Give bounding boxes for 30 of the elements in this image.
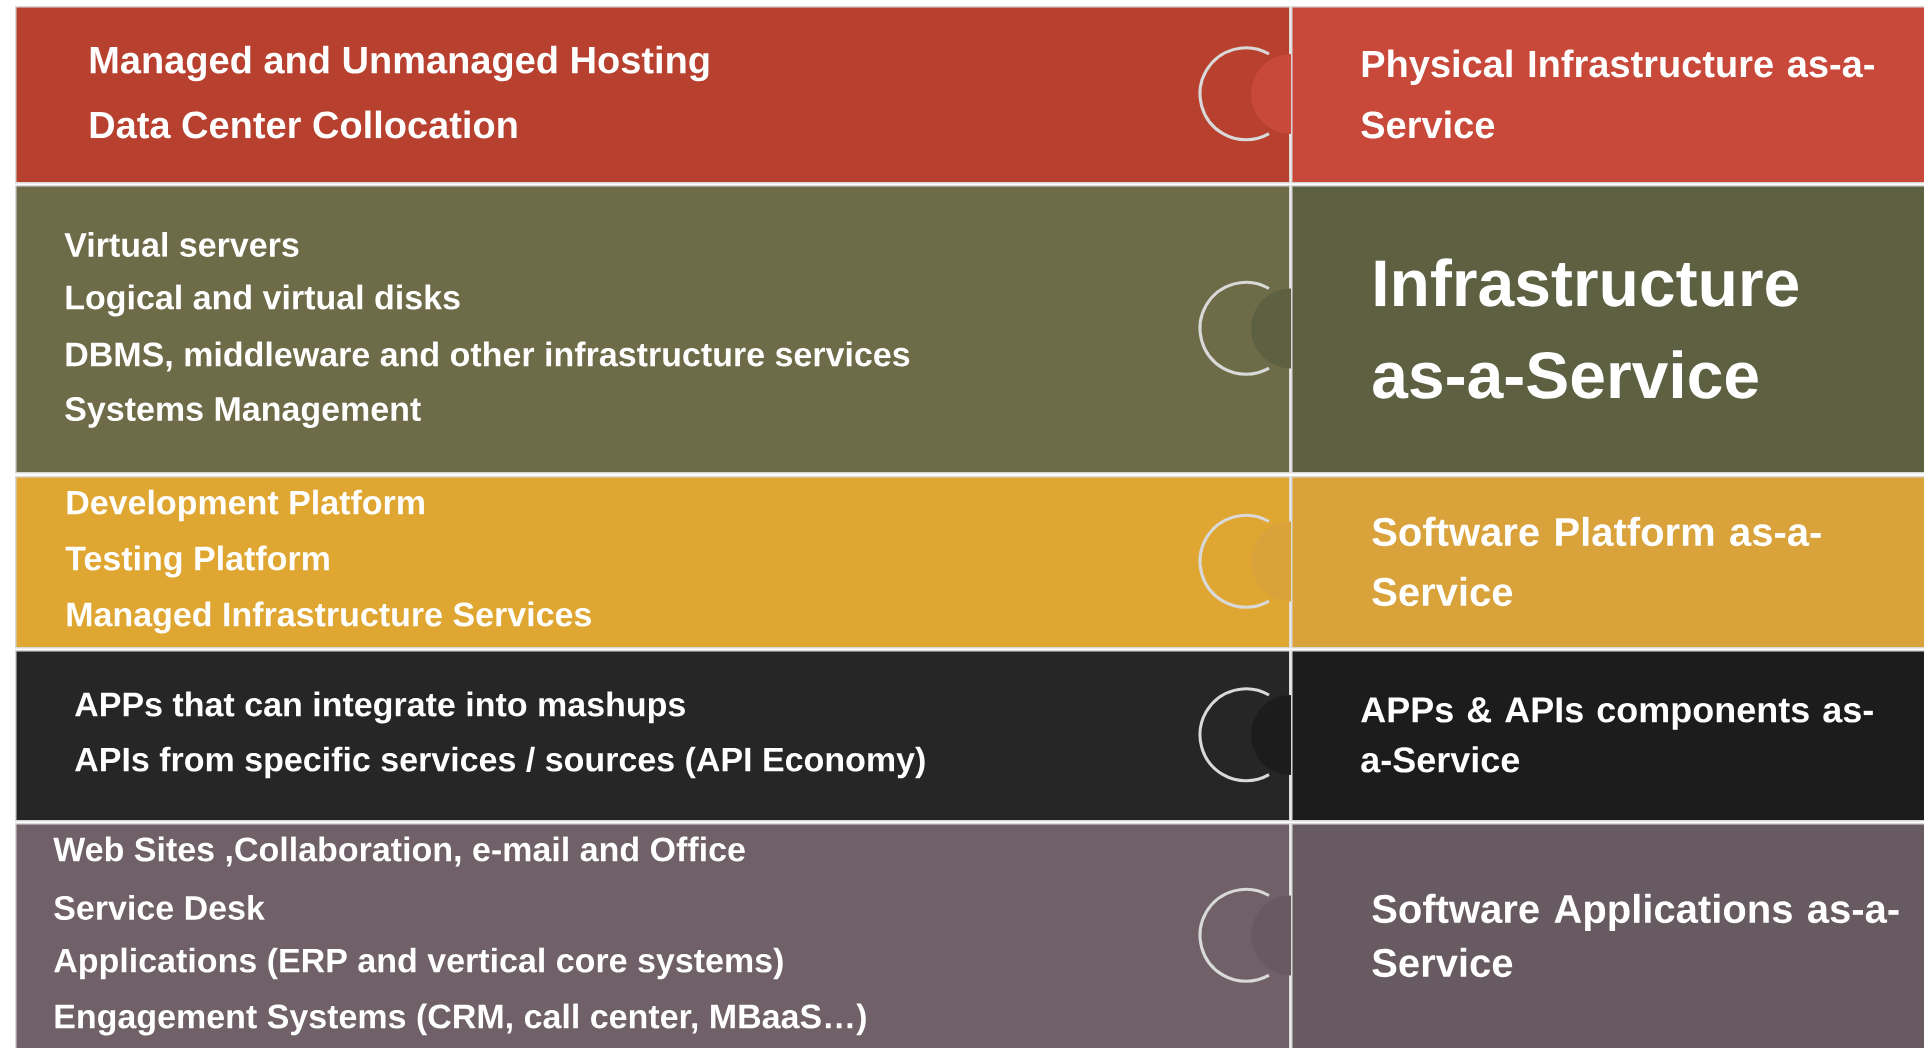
service-title: APPs & APIs components as-a-Service bbox=[1361, 697, 1873, 773]
list-item: APPs that can integrate into mashups bbox=[75, 691, 685, 724]
list-item: Virtual servers bbox=[64, 232, 299, 257]
list-item: APIs from specific services / sources (API Economy) bbox=[75, 746, 925, 779]
service-title: Physical Infrastructure as-a-Service bbox=[1361, 49, 1874, 139]
list-item: Web Sites ,Collaboration, e-mail and Office bbox=[53, 836, 745, 867]
list-item: Logical and virtual disks bbox=[66, 284, 460, 317]
layer-box bbox=[15, 650, 1291, 822]
list-item: Development Platform bbox=[67, 489, 424, 522]
list-item: Service Desk bbox=[54, 895, 265, 920]
service-title: Software Platform as-a-Service bbox=[1372, 516, 1821, 607]
layer-box bbox=[1291, 476, 1924, 649]
layer-box bbox=[15, 185, 1291, 474]
list-item: Managed Infrastructure Services bbox=[67, 601, 591, 634]
layer-box bbox=[15, 6, 1291, 184]
list-item: Engagement Systems (CRM, call center, MBaaS…) bbox=[55, 1003, 866, 1036]
layer-box bbox=[1291, 185, 1924, 474]
layer-box bbox=[1291, 650, 1924, 822]
service-title: Software Applications as-a-Service bbox=[1372, 893, 1899, 978]
list-item: Managed and Unmanaged Hosting bbox=[90, 45, 709, 82]
list-item: Applications (ERP and vertical core systems) bbox=[54, 947, 783, 980]
list-item: Systems Management bbox=[65, 397, 421, 428]
list-item: DBMS, middleware and other infrastructure services bbox=[66, 341, 910, 372]
service-title: Infrastructure as-a-Service bbox=[1373, 258, 1798, 399]
list-item: Data Center Collocation bbox=[90, 110, 517, 139]
layer-box bbox=[1291, 6, 1924, 184]
list-item: Testing Platform bbox=[65, 545, 329, 578]
layer-box bbox=[1291, 823, 1924, 1048]
layer-box bbox=[15, 476, 1291, 649]
layer-box bbox=[15, 823, 1291, 1048]
